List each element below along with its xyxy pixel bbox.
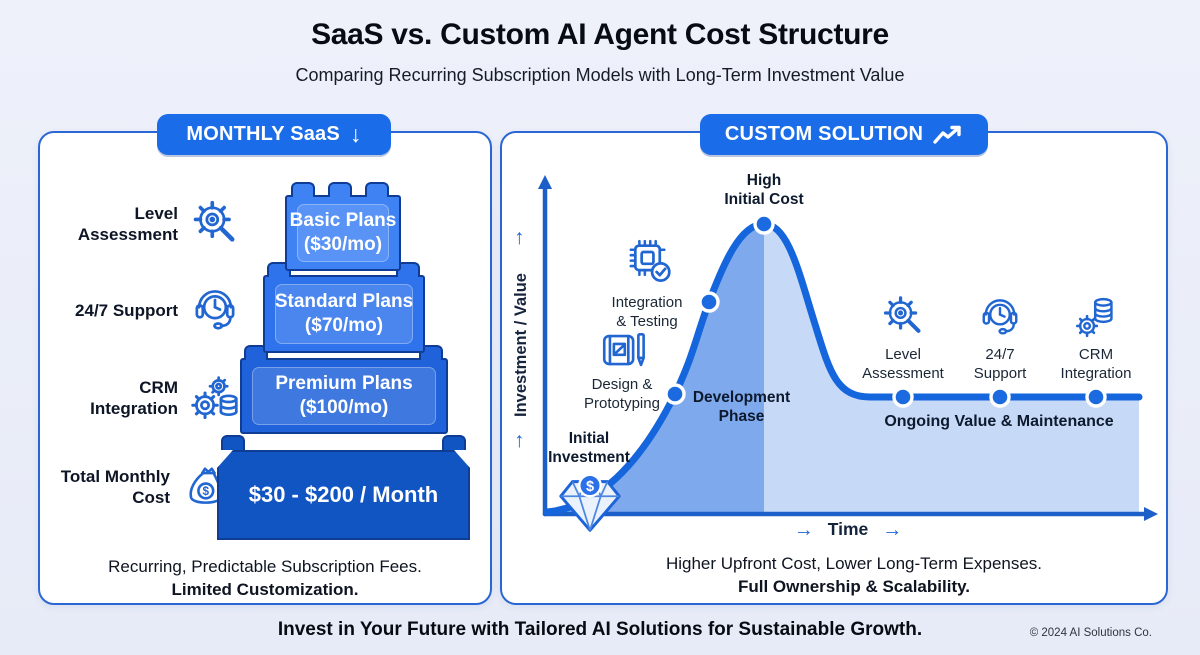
development-fill	[547, 224, 764, 514]
service-24-7-support-label: 24/7 Support	[973, 346, 1027, 382]
block-premium-plans: Premium Plans ($100/mo)	[240, 345, 448, 434]
custom-caption: Higher Upfront Cost, Lower Long-Term Exp…	[542, 552, 1166, 598]
block-total-cost: $30 - $200 / Month	[217, 450, 470, 540]
headset-clock-icon	[974, 291, 1026, 343]
milestone-dot	[753, 213, 775, 235]
footer-copyright: © 2024 AI Solutions Co.	[1029, 627, 1152, 639]
block-name: Premium Plans	[275, 373, 413, 394]
row-label: Level Assessment	[77, 204, 178, 244]
chip-check-icon	[619, 235, 677, 289]
y-axis-label: Investment / Value	[512, 273, 530, 417]
milestone-dot	[664, 383, 686, 405]
badge-label: MONTHLY SaaS	[186, 123, 340, 145]
caption-line-bold: Full Ownership & Scalability.	[737, 577, 971, 596]
row-24-7-support: 24/7 Support	[46, 281, 244, 339]
page-subtitle: Comparing Recurring Subscription Models …	[295, 65, 905, 85]
monthly-saas-badge: MONTHLY SaaS ↓	[157, 114, 391, 155]
development-phase-label: Development Phase	[692, 389, 791, 425]
monthly-saas-panel: Level Assessment 24/7 Support	[38, 131, 492, 605]
page-title: SaaS vs. Custom AI Agent Cost Structure	[311, 18, 889, 51]
design-prototyping-label: Design & Prototyping	[584, 376, 660, 412]
ongoing-fill	[764, 224, 1139, 514]
lego-stud	[221, 435, 245, 450]
row-label: 24/7 Support	[75, 300, 178, 320]
lego-stud	[442, 435, 466, 450]
svg-text:$: $	[586, 479, 594, 495]
gears-database-icon	[186, 369, 244, 427]
svg-text:$: $	[203, 485, 210, 498]
badge-label: CUSTOM SOLUTION	[724, 123, 924, 145]
block-price: ($100/mo)	[299, 397, 389, 418]
database-gear-icon	[1070, 291, 1122, 343]
milestone-dot	[698, 291, 720, 313]
initial-investment-label: Initial Investment	[548, 430, 630, 466]
row-total-monthly-cost: Total Monthly Cost $	[46, 457, 244, 517]
row-label: CRM Integration	[90, 378, 178, 418]
milestone-dot	[989, 386, 1011, 408]
diamond-dollar-icon: $	[553, 469, 627, 539]
headset-clock-icon	[186, 281, 244, 339]
block-name: Standard Plans	[274, 291, 414, 312]
gear-magnifier-icon	[877, 291, 929, 343]
block-name: Basic Plans	[289, 210, 397, 231]
ongoing-value-label: Ongoing Value & Maintenance	[884, 413, 1114, 430]
block-price: ($70/mo)	[304, 315, 384, 336]
trend-up-icon	[933, 124, 963, 146]
caption-line: Recurring, Predictable Subscription Fees…	[108, 557, 422, 576]
right-arrow-icon: →	[793, 518, 814, 541]
row-crm-integration: CRM Integration	[46, 369, 244, 427]
custom-solution-panel: ↑ Investment / Value ↑ High Initial Cost	[500, 131, 1168, 605]
service-crm-integration-label: CRM Integration	[1060, 346, 1132, 382]
cost-curve	[543, 220, 1143, 516]
caption-line: Higher Upfront Cost, Lower Long-Term Exp…	[665, 554, 1043, 573]
block-price: ($30/mo)	[303, 234, 383, 255]
cost-curve-chart	[538, 175, 1158, 521]
gear-magnifier-icon	[186, 195, 244, 253]
x-axis-label: → Time →	[793, 518, 903, 541]
integration-testing-label: Integration & Testing	[611, 294, 683, 330]
row-label: Total Monthly Cost	[60, 467, 170, 507]
milestone-dot	[892, 386, 914, 408]
caption-line-bold: Limited Customization.	[171, 580, 359, 599]
footer-tagline: Invest in Your Future with Tailored AI S…	[277, 619, 923, 640]
up-arrow-icon: ↑	[514, 429, 525, 452]
y-axis-arrowhead	[538, 175, 552, 189]
milestone-dot	[1085, 386, 1107, 408]
service-level-assessment-label: Level Assessment	[862, 346, 944, 382]
block-basic-plans: Basic Plans ($30/mo)	[285, 182, 401, 271]
x-axis-arrowhead	[1144, 507, 1158, 521]
block-standard-plans: Standard Plans ($70/mo)	[263, 262, 425, 353]
saas-caption: Recurring, Predictable Subscription Fees…	[40, 555, 490, 601]
blueprint-pencil-icon	[592, 327, 648, 373]
total-cost-label: $30 - $200 / Month	[248, 482, 439, 507]
row-level-assessment: Level Assessment	[46, 195, 244, 253]
peak-label: High Initial Cost	[724, 172, 804, 208]
down-arrow-icon: ↓	[349, 121, 362, 147]
right-arrow-icon: →	[882, 518, 903, 541]
up-arrow-icon: ↑	[514, 226, 525, 249]
custom-solution-badge: CUSTOM SOLUTION	[700, 114, 988, 155]
